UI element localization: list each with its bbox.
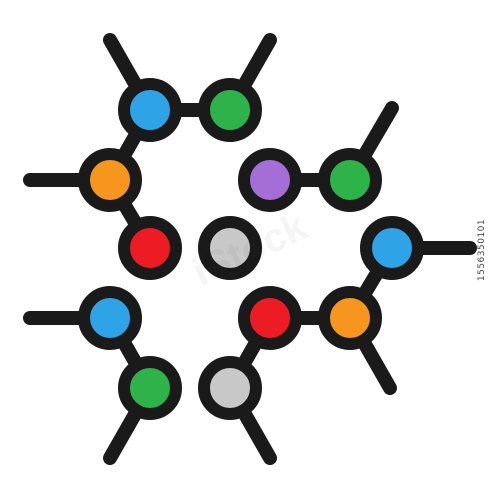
atom-blue [78,286,142,350]
atoms [78,78,424,420]
atom-gray-center [198,216,262,280]
atom-purple [238,148,302,212]
stock-id-label: 1556350101 [477,218,487,282]
atom-green [318,148,382,212]
atom-orange [78,148,142,212]
atom-blue [360,216,424,280]
atom-red [118,216,182,280]
atom-blue [118,78,182,142]
atom-green [118,356,182,420]
atom-orange [318,286,382,350]
atom-red [238,286,302,350]
atom-gray [198,356,262,420]
atom-green [198,78,262,142]
